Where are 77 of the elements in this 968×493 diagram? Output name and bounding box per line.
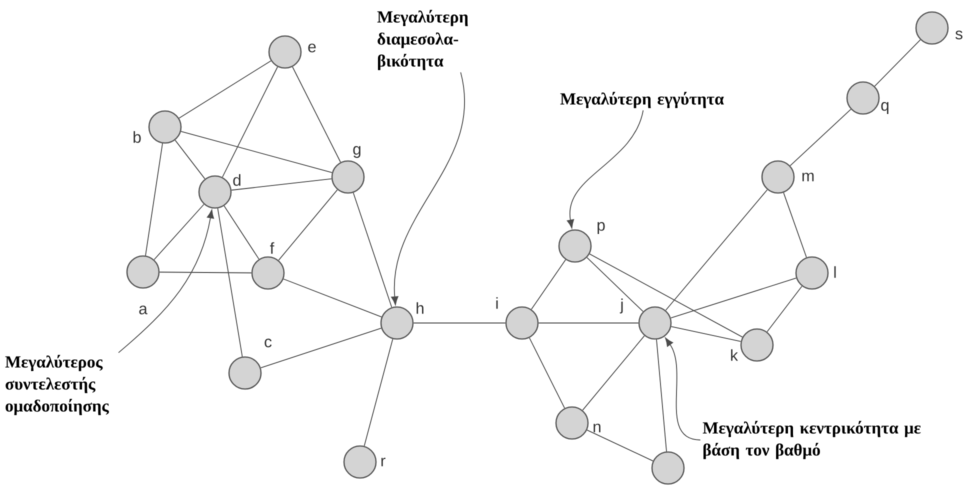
vertex-circle [651,451,685,485]
leader-arrow [391,72,465,306]
graph-edge [589,254,743,338]
vertex-label: s [955,30,962,40]
graph-edge [217,208,243,358]
callout-text: Μεγαλύτερος συντελεστής ομαδοποίησης [5,354,109,416]
vertex-circle [740,328,774,362]
vertex-circle [380,306,414,340]
vertex-label: d [233,174,240,186]
vertex-label: p [598,222,605,234]
graph-edge [665,189,768,311]
graph-edge [538,322,639,324]
graph-edge [582,335,645,411]
vertex-label: r [381,458,386,466]
vertex-circle [558,229,592,263]
vertex-circle [148,110,182,144]
vertex-label: g [353,146,360,158]
graph-edge [292,66,341,163]
vertex-circle [343,445,377,479]
graph-edge [174,140,206,180]
graph-edge [413,322,506,324]
graph-edge [278,189,338,261]
vertex-label: c [264,338,272,348]
vertex-circle [198,175,232,209]
leader-arrow [118,210,214,354]
graph-edge [586,430,654,462]
callout-text: Μεγαλύτερη κεντρικότητα με βάση τον βαθμό [702,420,921,460]
vertex-label: l [834,266,836,278]
graph-edge [656,339,667,452]
vertex-circle [846,81,880,115]
graph-edge [529,337,566,409]
graph-edge [790,108,852,166]
graph-edge [586,257,644,312]
vertex-circle [251,256,285,290]
graph-edge [283,278,382,318]
graph-edge [178,60,272,119]
vertex-circle [331,160,365,194]
vertex-label: e [308,44,316,52]
graph-edge [154,204,204,260]
vertex-label: a [139,306,148,314]
graph-edge [670,326,742,342]
vertex-circle [505,306,539,340]
vertex-label: q [881,102,888,114]
graph-edge [874,39,921,87]
vertex-label: m [802,172,814,182]
graph-edge [231,178,332,191]
vertex-circle [795,256,829,290]
graph-edge [224,205,260,260]
vertex-label: b [134,131,141,143]
vertex-label: h [416,302,424,314]
leader-arrow [566,110,644,228]
vertex-label: f [270,242,274,254]
vertex-circle [228,356,262,390]
callout-text: Μεγαλύτερη διαμεσολα- βικότητα [377,10,468,70]
vertex-label: n [594,424,600,432]
graph-edge [145,143,163,256]
vertex-circle [268,35,302,69]
graph-edge [180,130,332,174]
vertex-label: k [731,349,738,361]
callout-text: Μεγαλύτερη εγγύτητα [560,92,724,108]
graph-edge [783,192,807,258]
graph-edge [222,66,278,178]
graph-edge [670,278,797,318]
vertex-circle [555,406,589,440]
vertex-circle [761,160,795,194]
vertex-circle [126,255,160,289]
graph-edge [260,328,382,368]
graph-edge [352,192,392,308]
vertex-circle [915,11,949,45]
graph-edge [364,338,394,446]
vertex-label: j [620,298,623,314]
leader-arrow [665,338,701,440]
graph-edge [159,272,252,274]
graph-edge [531,259,566,310]
graph-edge [766,286,802,332]
vertex-circle [638,306,672,340]
vertex-label: i [496,297,498,309]
